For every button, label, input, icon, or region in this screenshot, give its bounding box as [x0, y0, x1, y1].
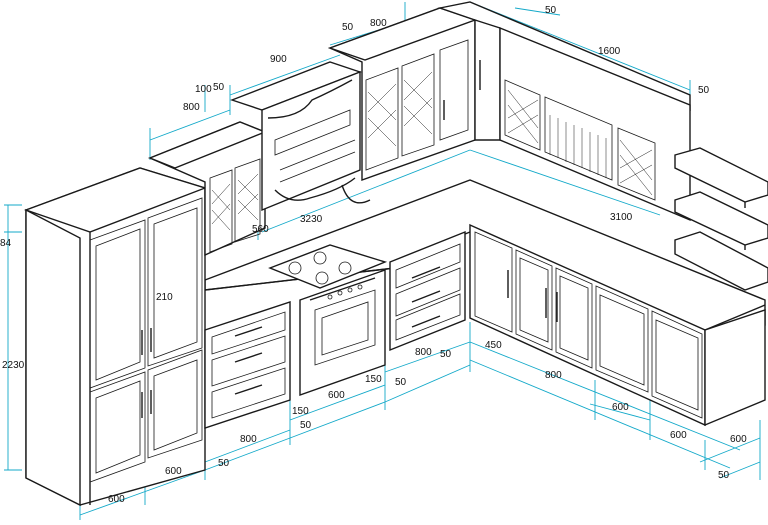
glass-lattice-center [367, 71, 433, 147]
mesh-panel-right [619, 139, 653, 196]
drawer-unit-right [389, 230, 466, 352]
open-shelves [674, 147, 768, 291]
dimension-label-210: 210 [156, 292, 173, 303]
center-wall-cabinets [327, 7, 478, 181]
dimension-label-560: 560 [252, 224, 269, 235]
dimension-label-600-right-a: 600 [612, 402, 629, 413]
left-wall-cabinets [148, 121, 267, 257]
right-base-cabinets [469, 223, 766, 427]
dimension-label-50-top-right: 50 [545, 5, 557, 16]
dimension-label-800-mid: 800 [415, 347, 432, 358]
dimension-label-150-b: 150 [292, 406, 309, 417]
mesh-panel-left [507, 89, 539, 144]
dimension-lines [4, 1, 761, 520]
dimension-label-3230: 3230 [300, 214, 323, 225]
dimension-labels: 50 800 50 1600 50 900 50 100 800 3230 31… [0, 5, 747, 505]
dimension-label-450: 450 [485, 340, 502, 351]
dimension-label-600-bottom-b: 600 [108, 494, 125, 505]
dimension-label-900: 900 [270, 54, 287, 65]
dimension-label-600-oven: 600 [328, 390, 345, 401]
dimension-label-600-far-right: 600 [730, 434, 747, 445]
dimension-label-1600: 1600 [598, 46, 621, 57]
right-wall-cabinets [437, 1, 691, 222]
dimension-label-50-right: 50 [698, 85, 710, 96]
dimension-label-150-a: 150 [365, 374, 382, 385]
dimension-label-50-upper-left: 50 [213, 82, 225, 93]
dimension-label-50-bottom: 50 [218, 458, 230, 469]
dimension-label-2230: 2230 [2, 360, 25, 371]
dimension-label-600-right-b: 600 [670, 430, 687, 441]
tall-cabinet [23, 167, 208, 507]
dimension-label-600-bottom-a: 600 [165, 466, 182, 477]
dimension-label-800-right: 800 [545, 370, 562, 381]
dimension-label-800-bottom: 800 [240, 434, 257, 445]
dimension-label-50-far-right: 50 [718, 470, 730, 481]
dimension-label-84: 84 [0, 238, 12, 249]
dimension-label-50-mid: 50 [440, 349, 452, 360]
dimension-label-100: 100 [195, 84, 212, 95]
dimension-label-50-lower: 50 [300, 420, 312, 431]
drawer-unit [204, 301, 291, 429]
range-hood [229, 61, 371, 212]
dimension-label-800-upper-left: 800 [183, 102, 200, 113]
dish-rack [549, 115, 607, 178]
dimension-label-3100: 3100 [610, 212, 633, 223]
stove [268, 244, 388, 396]
dimension-label-800-top: 800 [370, 18, 387, 29]
glass-lattice-left [211, 173, 259, 231]
dimension-label-50-oven: 50 [395, 377, 407, 388]
dimension-label-50-top: 50 [342, 22, 354, 33]
